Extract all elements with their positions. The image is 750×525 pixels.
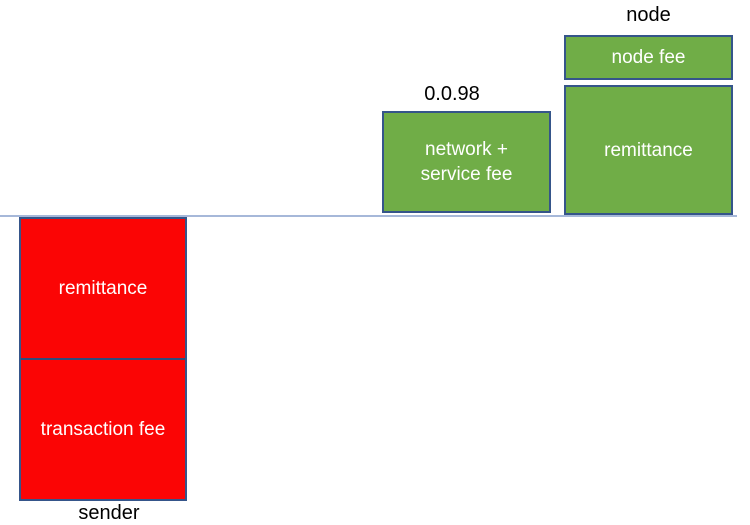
transaction-fee-label: transaction fee <box>40 418 166 440</box>
network-service-fee-label: network + service fee <box>420 139 513 185</box>
sender-remittance-box: remittance <box>21 219 185 358</box>
sender-stack: remittance transaction fee <box>19 217 187 501</box>
transaction-fee-box: transaction fee <box>21 358 185 499</box>
network-service-fee-box: network + service fee <box>382 111 551 213</box>
node-remittance-label: remittance <box>604 139 693 161</box>
node-fee-box: node fee <box>564 35 733 80</box>
sender-column-title: sender <box>78 502 140 524</box>
sender-remittance-label: remittance <box>58 277 148 299</box>
node-remittance-box: remittance <box>564 85 733 215</box>
baseline-axis <box>0 215 737 217</box>
node-fee-label: node fee <box>611 47 686 68</box>
network-fee-amount: 0.0.98 <box>424 83 480 105</box>
node-column-title: node <box>626 4 671 26</box>
